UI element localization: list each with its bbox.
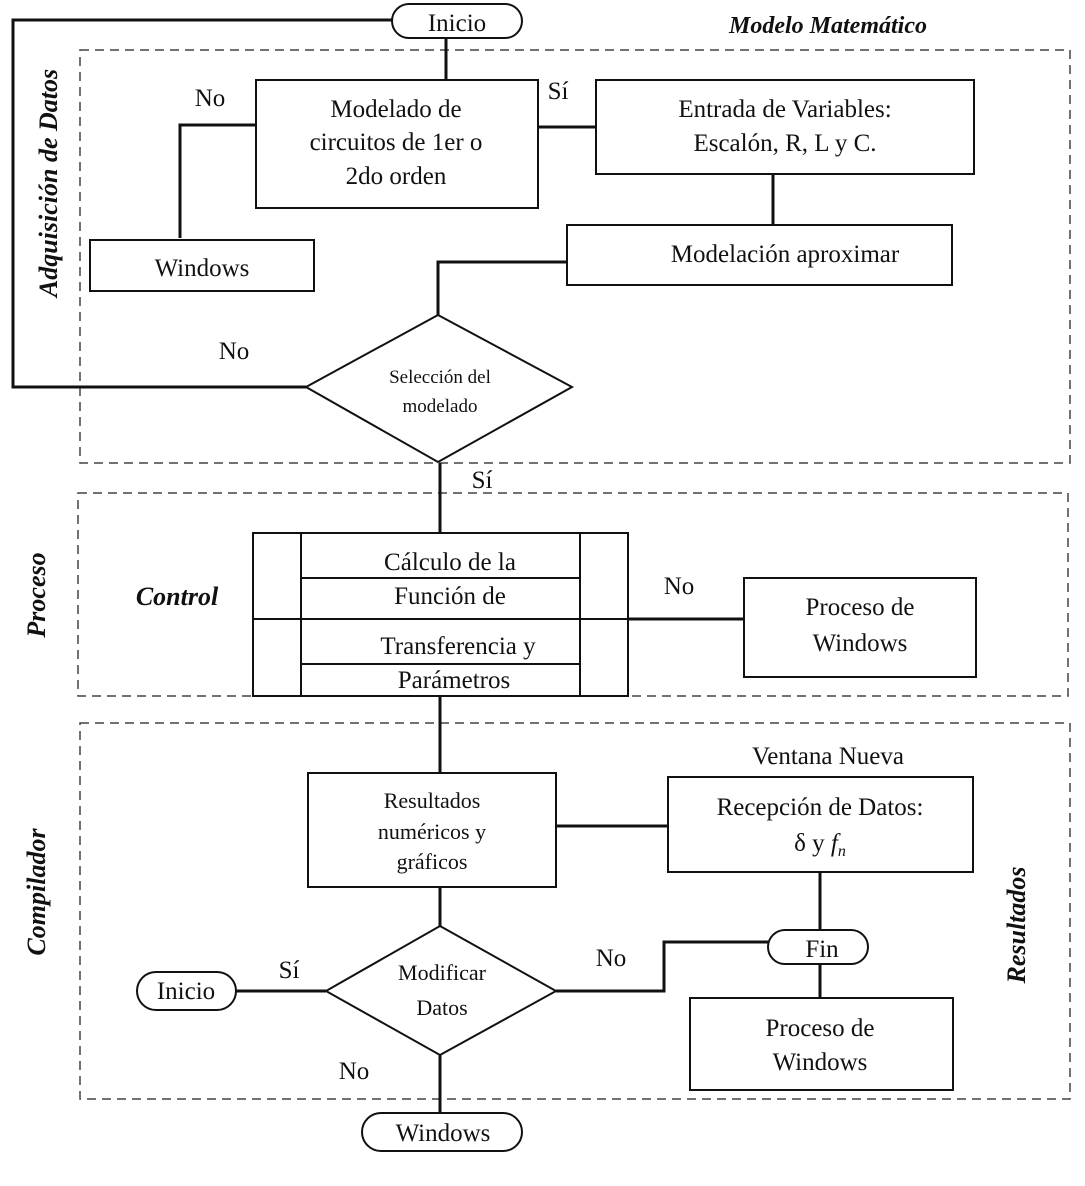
modify-label-2: Datos (416, 995, 467, 1020)
approx-model-label: Modelación aproximar (671, 241, 900, 268)
section-title-compiler: Compilador (22, 828, 51, 956)
start-bottom-label: Inicio (157, 978, 215, 1005)
windows-terminator-bottom: Windows (361, 1112, 523, 1152)
reception-var-f: f (831, 830, 841, 857)
calculation-process-box: Cálculo de la Función de Transferencia y… (252, 532, 629, 697)
selection-label-1: Selección del (389, 367, 491, 388)
edge-label-si-modeling: Sí (548, 78, 569, 105)
edge-label-no-modify-down: No (339, 1058, 370, 1085)
variables-input-box: Entrada de Variables: Escalón, R, L y C. (595, 79, 975, 175)
calc-label-3: Transferencia y (380, 633, 536, 660)
proc-windows-mid-label-2: Windows (813, 630, 908, 657)
calc-label-4: Parámetros (398, 667, 510, 694)
edge-label-no-modeling: No (195, 85, 226, 112)
windows-bottom-label: Windows (396, 1120, 491, 1147)
windows-process-box-mid: Proceso de Windows (743, 577, 977, 678)
modeling-label-2: circuitos de 1er o (310, 129, 483, 156)
calc-label-1: Cálculo de la (384, 549, 516, 576)
reception-var-sub: n (838, 843, 846, 860)
reception-label-2-prefix: δ y (794, 830, 831, 857)
start-terminator-bottom: Inicio (136, 971, 237, 1011)
variables-label-1: Entrada de Variables: (678, 96, 891, 123)
connectors (11, 18, 822, 1113)
modify-data-diamond: Modificar Datos (323, 924, 559, 1057)
edge-modeling-no (178, 123, 256, 238)
results-box: Resultados numéricos y gráficos (307, 772, 557, 888)
frame-data-acquisition (79, 49, 1071, 464)
modeling-decision-box: Modelado de circuitos de 1er o 2do orden (255, 79, 539, 209)
variables-label-2: Escalón, R, L y C. (693, 130, 876, 157)
modeling-label-1: Modelado de (330, 96, 461, 123)
edge-approx-select (436, 260, 567, 315)
edge-label-si-modify: Sí (279, 957, 300, 984)
edge-label-no-select: No (219, 338, 250, 365)
modify-label-1: Modificar (398, 960, 487, 985)
selection-label-2: modelado (403, 396, 478, 417)
reception-label-1: Recepción de Datos: (717, 794, 924, 821)
section-title-results: Resultados (1002, 866, 1031, 984)
start-terminator-top: Inicio (391, 3, 523, 39)
proc-windows-mid-label-1: Proceso de (806, 594, 915, 621)
calc-label-2: Función de (394, 583, 506, 610)
windows-top-label: Windows (155, 255, 250, 282)
results-label-2: numéricos y (378, 819, 486, 844)
data-reception-box: Recepción de Datos: δ y fn (667, 776, 974, 873)
edge-label-si-select: Sí (472, 467, 493, 494)
section-title-math-model: Modelo Matemático (728, 13, 927, 39)
edge-modify-no (556, 940, 768, 993)
new-window-label: Ventana Nueva (752, 743, 904, 770)
proc-windows-bot-label-1: Proceso de (766, 1015, 875, 1042)
approx-model-box: Modelación aproximar (566, 224, 953, 286)
start-top-label: Inicio (428, 10, 486, 37)
results-label-3: gráficos (397, 849, 468, 874)
edge-select-no-loop (11, 18, 392, 389)
section-title-data-acquisition: Adquisición de Datos (34, 69, 63, 299)
section-title-control: Control (136, 582, 219, 611)
end-terminator: Fin (767, 929, 869, 965)
windows-box-top: Windows (89, 239, 315, 292)
edge-label-no-calc: No (664, 573, 695, 600)
edge-label-no-modify-right: No (596, 945, 627, 972)
proc-windows-bot-label-2: Windows (773, 1049, 868, 1076)
selection-decision-diamond: Selección del modelado (303, 313, 575, 464)
reception-label-2: δ y fn (794, 830, 846, 860)
frame-results (79, 722, 1071, 1100)
windows-process-box-bottom: Proceso de Windows (689, 997, 954, 1091)
section-title-process: Proceso (22, 552, 51, 638)
end-label: Fin (805, 936, 839, 963)
modeling-label-3: 2do orden (346, 163, 447, 190)
results-label-1: Resultados (384, 788, 481, 813)
